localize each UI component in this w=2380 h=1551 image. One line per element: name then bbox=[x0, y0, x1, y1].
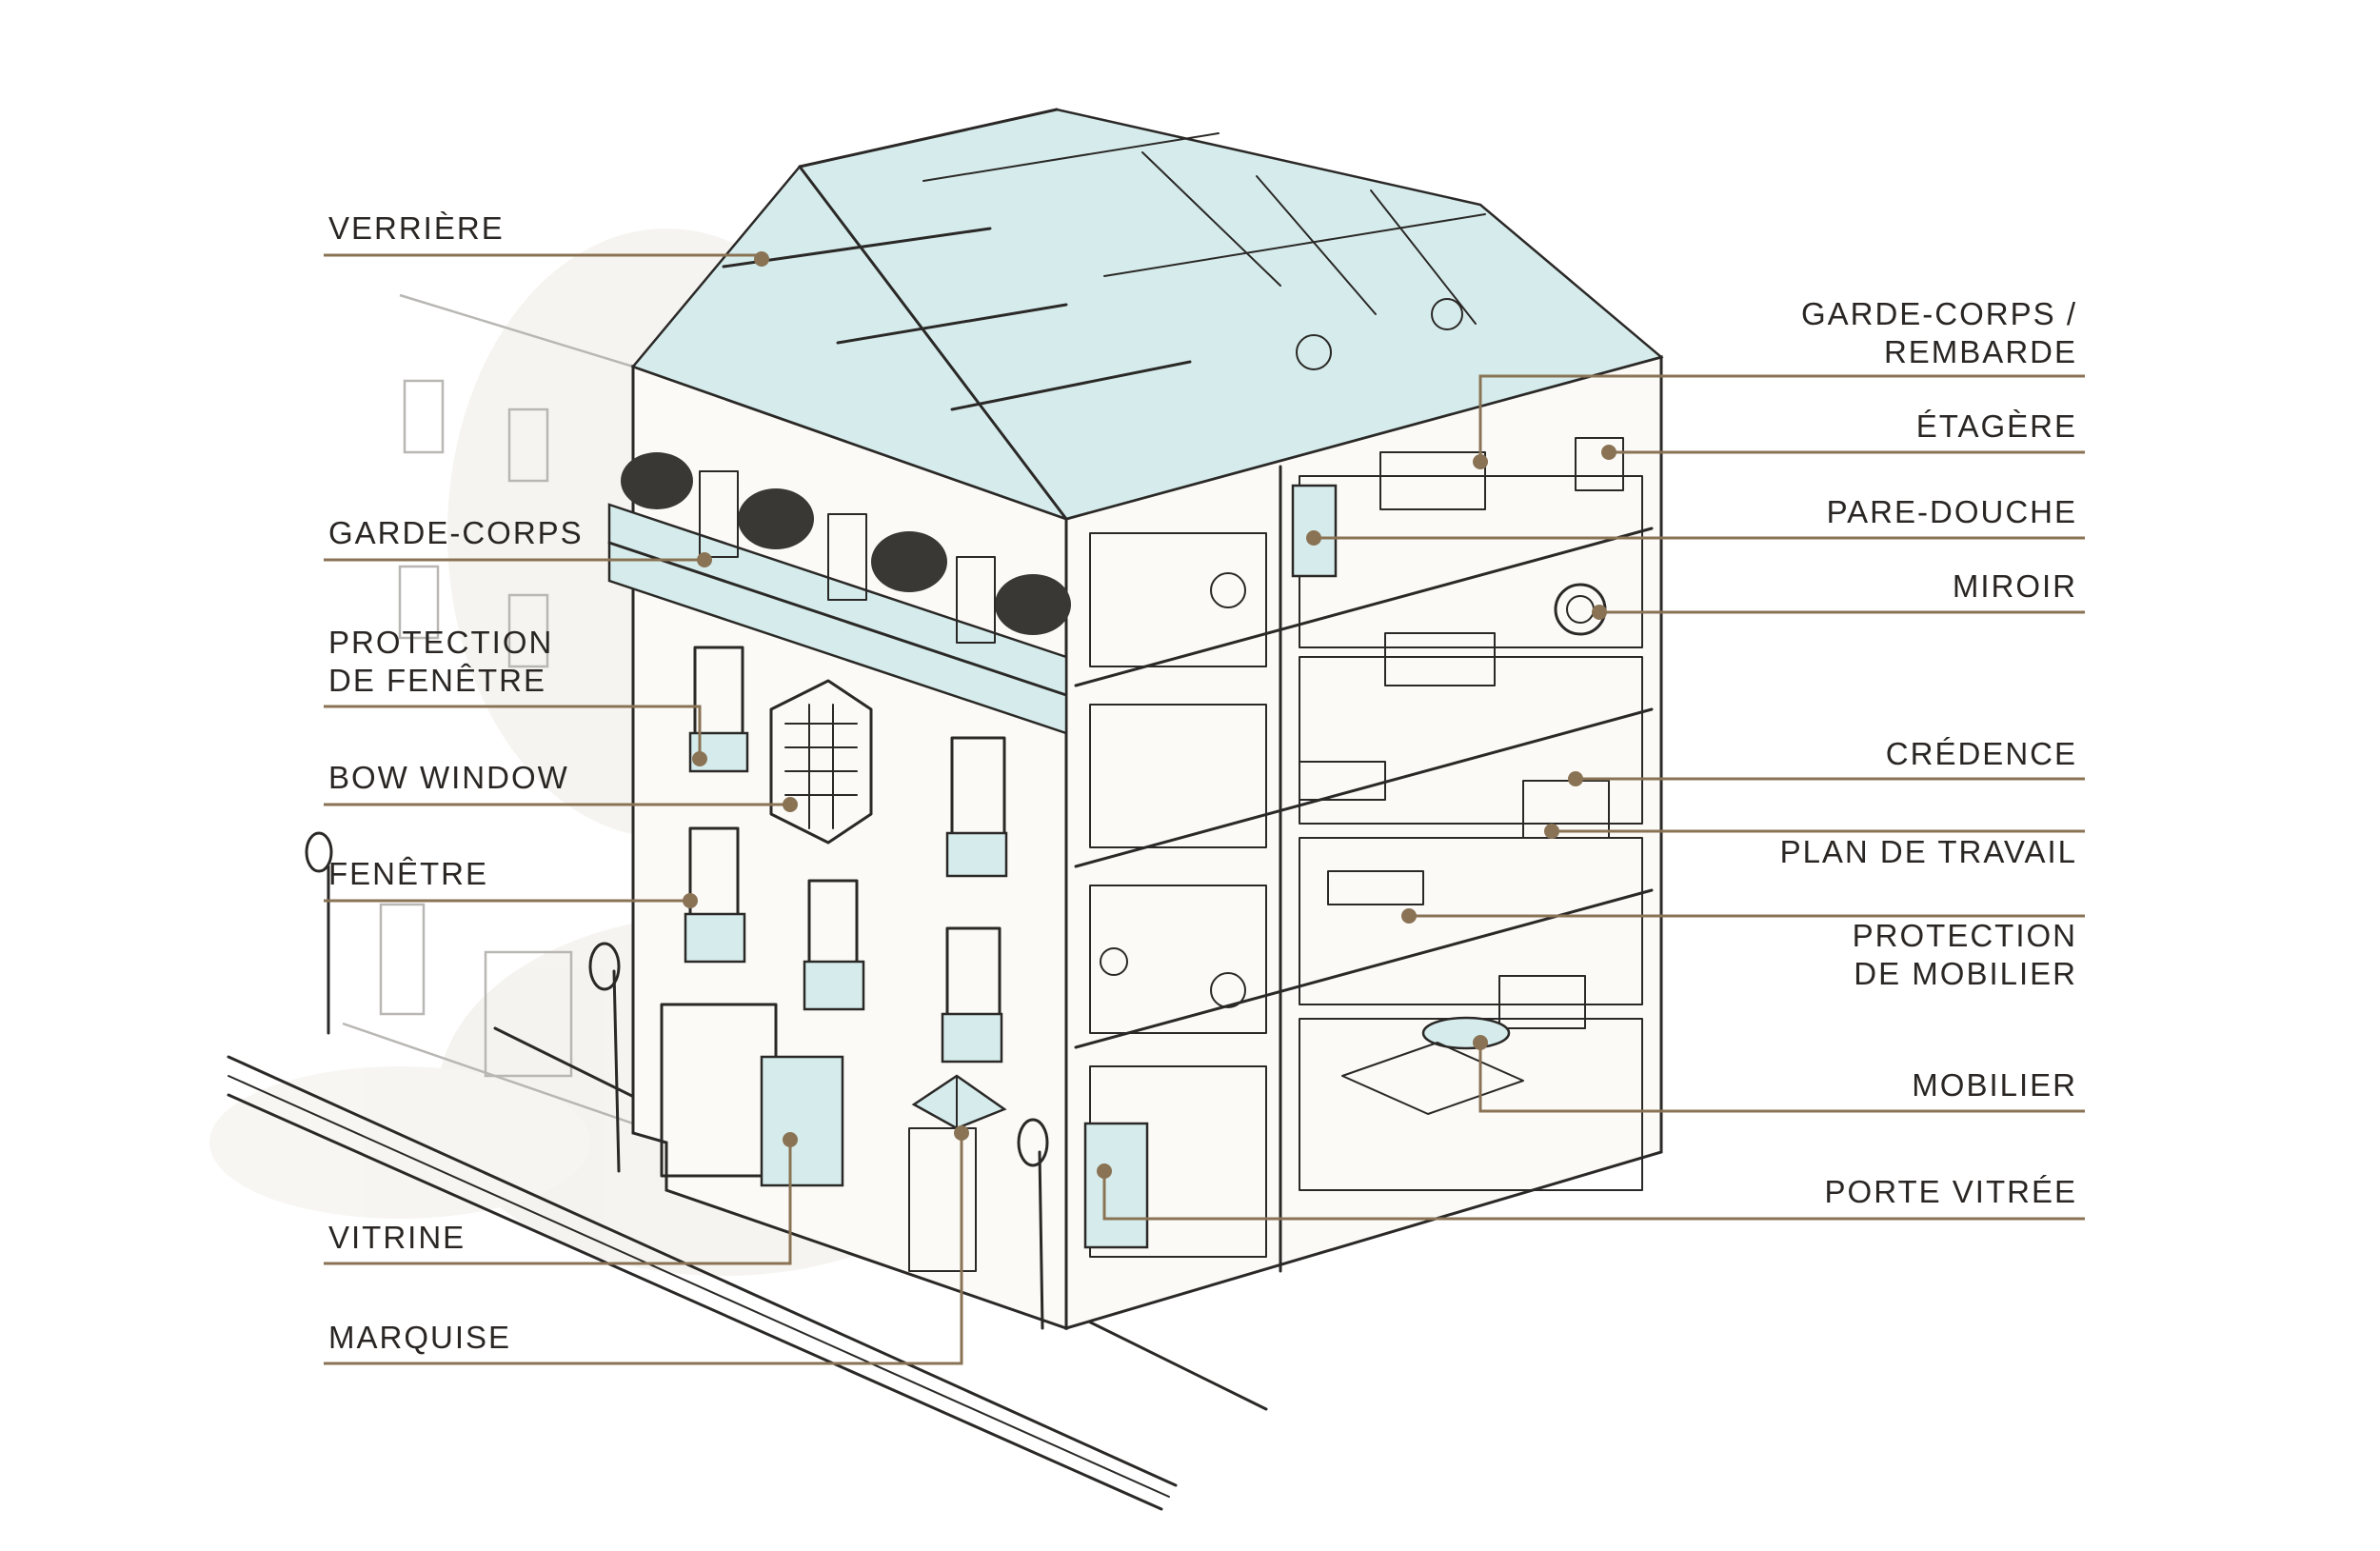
label-porte-vitree-line1: PORTE VITRÉE bbox=[1824, 1174, 2077, 1209]
storefront bbox=[660, 1003, 1007, 1272]
label-pare-douche-line1: PARE-DOUCHE bbox=[1826, 494, 2077, 529]
street-curb bbox=[227, 1026, 1268, 1511]
label-protection-mobilier-line2: DE MOBILIER bbox=[1854, 956, 2077, 991]
label-plan-de-travail-line1: PLAN DE TRAVAIL bbox=[1779, 834, 2077, 869]
label-fenetre-line1: FENÊTRE bbox=[328, 856, 489, 891]
leader-lines-right bbox=[1102, 374, 2085, 1221]
label-protection-mobilier-line1: PROTECTION bbox=[1852, 918, 2077, 953]
label-etagere-line1: ÉTAGÈRE bbox=[1915, 408, 2077, 444]
label-protection-fenetre-line2: DE FENÊTRE bbox=[328, 663, 547, 698]
label-miroir: MIROIR bbox=[1953, 567, 2077, 606]
facade-windows bbox=[684, 646, 1008, 1064]
label-plan-de-travail: PLAN DE TRAVAIL bbox=[1780, 833, 2077, 871]
street-lamps bbox=[305, 831, 1049, 1330]
label-bow-window: BOW WINDOW bbox=[328, 759, 569, 797]
glass-roof bbox=[630, 108, 1664, 521]
label-verriere-line1: VERRIÈRE bbox=[328, 210, 505, 246]
label-etagere: ÉTAGÈRE bbox=[1916, 408, 2077, 446]
label-garde-corps-line1: GARDE-CORPS bbox=[328, 515, 584, 550]
label-garde-corps-rembarde-line2: REMBARDE bbox=[1883, 334, 2077, 369]
label-protection-de-fenetre: PROTECTION DE FENÊTRE bbox=[328, 624, 553, 700]
label-garde-corps-rembarde-line1: GARDE-CORPS / bbox=[1800, 296, 2077, 331]
label-garde-corps-rembarde: GARDE-CORPS / REMBARDE bbox=[1801, 295, 2077, 371]
label-bow-window-line1: BOW WINDOW bbox=[328, 760, 569, 795]
label-miroir-line1: MIROIR bbox=[1952, 568, 2077, 604]
label-pare-douche: PARE-DOUCHE bbox=[1827, 493, 2077, 531]
label-fenetre: FENÊTRE bbox=[328, 855, 488, 893]
label-marquise: MARQUISE bbox=[328, 1319, 511, 1357]
label-verriere: VERRIÈRE bbox=[328, 209, 505, 248]
label-marquise-line1: MARQUISE bbox=[328, 1320, 512, 1355]
label-mobilier-line1: MOBILIER bbox=[1912, 1067, 2077, 1103]
anchor-dots bbox=[683, 251, 1616, 1179]
balcony bbox=[607, 452, 1071, 735]
label-credence-line1: CRÉDENCE bbox=[1885, 736, 2077, 771]
cutaway-side bbox=[1064, 355, 1663, 1331]
label-credence: CRÉDENCE bbox=[1886, 735, 2077, 773]
label-vitrine-line1: VITRINE bbox=[328, 1220, 466, 1255]
label-mobilier: MOBILIER bbox=[1912, 1066, 2077, 1104]
ghost-building bbox=[342, 293, 634, 1125]
label-vitrine: VITRINE bbox=[328, 1219, 466, 1257]
leader-lines-left bbox=[324, 253, 963, 1365]
label-protection-de-mobilier: PROTECTION DE MOBILIER bbox=[1853, 917, 2077, 993]
label-protection-fenetre-line1: PROTECTION bbox=[328, 625, 554, 660]
label-porte-vitree: PORTE VITRÉE bbox=[1825, 1173, 2077, 1211]
label-garde-corps: GARDE-CORPS bbox=[328, 514, 584, 552]
